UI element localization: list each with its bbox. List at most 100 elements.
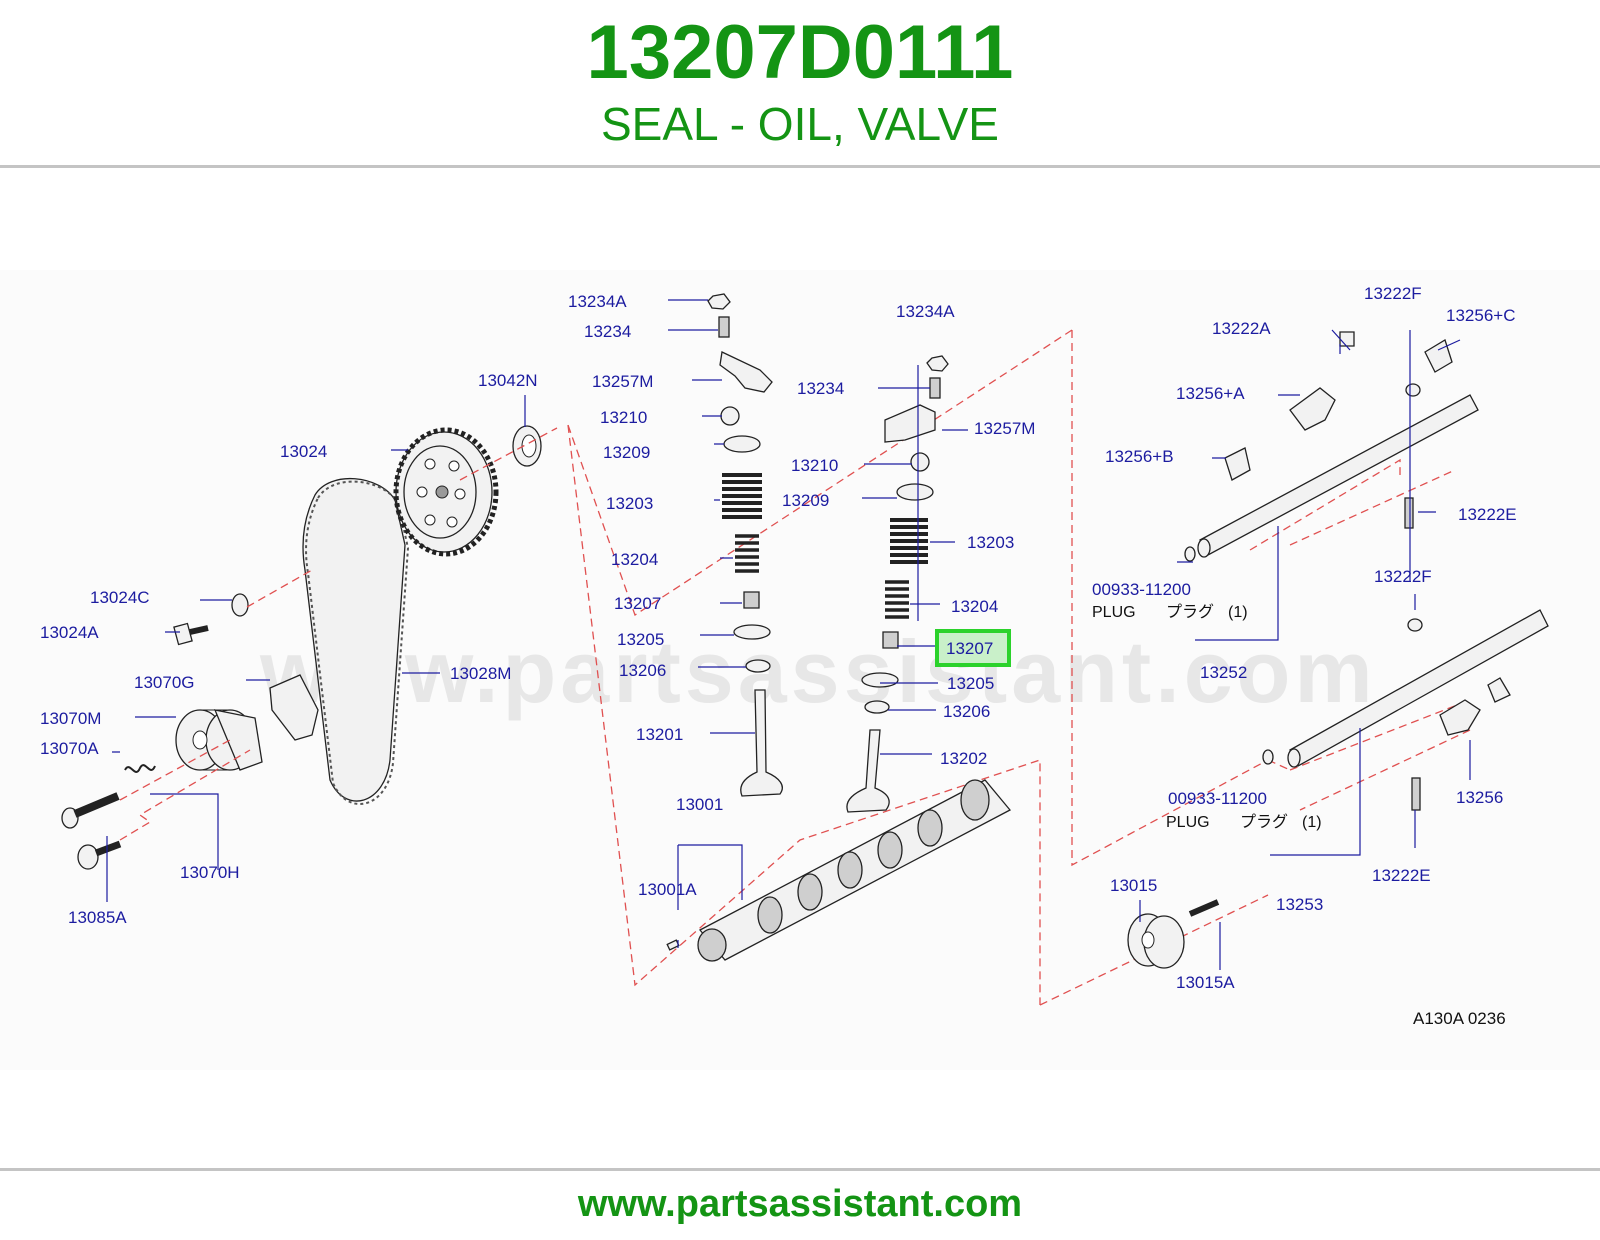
- part-number-title: 13207D0111: [586, 10, 1014, 95]
- screw-13234-2: [929, 377, 941, 399]
- label-13257m-2: 13257M: [974, 419, 1035, 438]
- plug-note-1: PLUG プラグ (1): [1092, 603, 1248, 621]
- inner-spring-13204-1: [735, 534, 759, 573]
- label-13207-2: 13207: [946, 639, 993, 658]
- retainer-13209-1: [723, 435, 761, 453]
- outer-spring-13203-1: [722, 473, 762, 519]
- seat-13205-2: [861, 672, 899, 688]
- label-13203-2: 13203: [967, 533, 1014, 552]
- tensioner-bracket: [213, 709, 263, 771]
- label-13256c: 13256+C: [1446, 306, 1515, 325]
- plug-note-1-word: PLUG: [1092, 604, 1136, 621]
- valve-train-1: [707, 293, 783, 797]
- diagram-code: A130A 0236: [1413, 1009, 1506, 1028]
- stud-13222e-2: [1411, 777, 1421, 811]
- parts-diagram: www.partsassistant.com: [0, 270, 1600, 1070]
- rocker-13256: [1439, 699, 1481, 736]
- camshaft-sprocket: [393, 427, 499, 557]
- timing-belt-group: [61, 425, 558, 870]
- bolt-13015a: [1188, 899, 1220, 917]
- label-13252: 13252: [1200, 663, 1247, 682]
- plug-00933-2: [1262, 749, 1274, 765]
- seat-13206-1: [745, 659, 771, 673]
- inner-spring-13204-2: [885, 580, 909, 619]
- plug-00933-1: [1184, 546, 1196, 562]
- plug-note-2-word: PLUG: [1166, 814, 1210, 831]
- label-13257m-1: 13257M: [592, 372, 653, 391]
- footer-divider: [0, 1168, 1600, 1171]
- retainer-13210-1: [720, 406, 740, 426]
- plug-note-2-jp: プラグ: [1240, 813, 1288, 831]
- label-13210-1: 13210: [600, 408, 647, 427]
- part-name-subtitle: SEAL - OIL, VALVE: [601, 98, 999, 150]
- label-13042n: 13042N: [478, 371, 538, 390]
- bracket-13070g: [269, 674, 319, 741]
- label-00933-11200-1: 00933-11200: [1092, 580, 1191, 599]
- label-13209-1: 13209: [603, 443, 650, 462]
- plug-note-1-jp: プラグ: [1166, 603, 1214, 621]
- label-13222f-1: 13222F: [1364, 284, 1422, 303]
- timing-belt: [302, 477, 406, 802]
- label-13201: 13201: [636, 725, 683, 744]
- label-13028m: 13028M: [450, 664, 511, 683]
- label-13210-2: 13210: [791, 456, 838, 475]
- washer-13024c: [231, 593, 249, 617]
- header-divider: [0, 165, 1600, 168]
- pin-13001a: [666, 939, 680, 951]
- footer-site-url[interactable]: www.partsassistant.com: [577, 1183, 1023, 1225]
- rocker-13256b: [1224, 447, 1251, 481]
- bolt-13070a: [61, 792, 120, 829]
- label-13070a: 13070A: [40, 739, 99, 758]
- valve-seal-13207-1: [743, 591, 760, 609]
- rocker-shaft-13253: [1262, 609, 1549, 811]
- retainer-13209-2: [896, 483, 934, 501]
- seat-13205-1: [733, 624, 771, 640]
- label-13206-2: 13206: [943, 702, 990, 721]
- plug-note-1-qty: (1): [1228, 604, 1248, 621]
- nut-13234a-1: [707, 293, 731, 310]
- plug-note-2: PLUG プラグ (1): [1166, 813, 1322, 831]
- label-13001a: 13001A: [638, 880, 697, 899]
- label-13234a-2: 13234A: [896, 302, 955, 321]
- parts-diagram-svg: www.partsassistant.com: [40, 284, 1549, 1028]
- rocker-13256a: [1289, 387, 1336, 431]
- label-13015a: 13015A: [1176, 973, 1235, 992]
- label-13222e-2: 13222E: [1372, 866, 1431, 885]
- page-header: 13207D0111 SEAL - OIL, VALVE: [0, 0, 1600, 170]
- rocker-arm-13257m-1: [719, 351, 773, 393]
- label-13234-2: 13234: [797, 379, 844, 398]
- intake-valve-13201: [740, 689, 783, 797]
- label-13209-2: 13209: [782, 491, 829, 510]
- oil-seal-13042n: [512, 425, 542, 467]
- label-13070m: 13070M: [40, 709, 101, 728]
- bolt-13222a: [1339, 331, 1355, 347]
- label-13234-1: 13234: [584, 322, 631, 341]
- seat-13206-2: [864, 700, 890, 714]
- bolt-13085a: [77, 840, 122, 870]
- label-13205-2: 13205: [947, 674, 994, 693]
- highlighted-part-13207[interactable]: 13207: [935, 629, 1011, 667]
- label-13204-1: 13204: [611, 550, 658, 569]
- retainer-13210-2: [910, 452, 930, 472]
- label-13024: 13024: [280, 442, 327, 461]
- screw-13234-1: [718, 316, 730, 338]
- label-13024c: 13024C: [90, 588, 150, 607]
- label-13015: 13015: [1110, 876, 1157, 895]
- label-13203-1: 13203: [606, 494, 653, 513]
- nut-13222f-2: [1407, 618, 1423, 632]
- rocker-13256c: [1424, 339, 1453, 373]
- label-13070g: 13070G: [134, 673, 195, 692]
- label-13207-1: 13207: [614, 594, 661, 613]
- nut-13234a-2: [926, 355, 949, 372]
- leader-lines: [106, 299, 1471, 970]
- label-13253: 13253: [1276, 895, 1323, 914]
- spring-13070h: [124, 764, 156, 773]
- label-13206-1: 13206: [619, 661, 666, 680]
- watermark: www.partsassistant.com: [259, 622, 1377, 721]
- label-13222a: 13222A: [1212, 319, 1271, 338]
- label-13070h: 13070H: [180, 863, 240, 882]
- rocker-shaft-13252: [1184, 331, 1479, 562]
- camshaft-13001: [666, 779, 1012, 962]
- label-13222e-1: 13222E: [1458, 505, 1517, 524]
- label-13234a-1: 13234A: [568, 292, 627, 311]
